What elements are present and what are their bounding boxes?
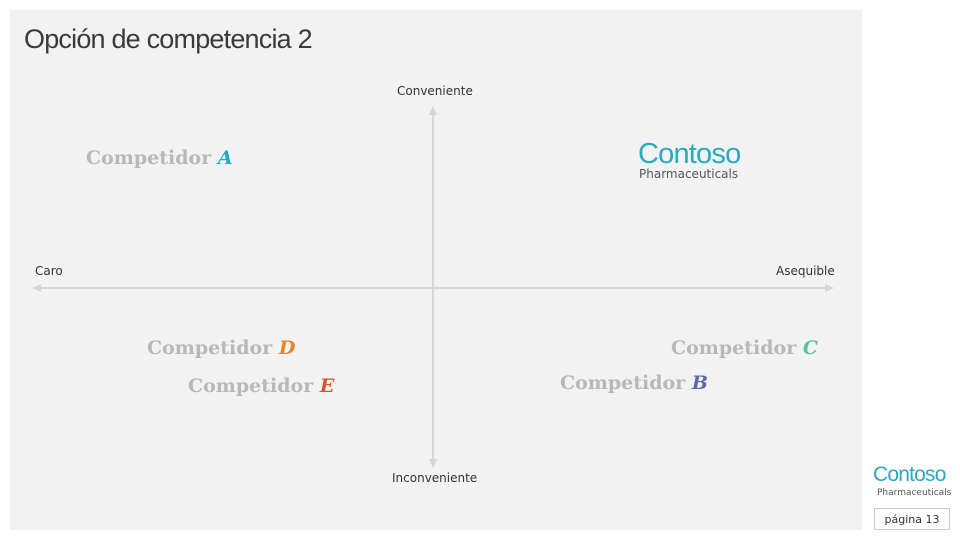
competitor-d: Competidor D xyxy=(147,337,295,359)
contoso-logo-footer: Contoso xyxy=(873,463,946,486)
competitor-c-letter: C xyxy=(802,337,818,359)
competitor-b: Competidor B xyxy=(560,372,708,394)
vertical-axis-arrow-top xyxy=(429,106,437,115)
competitor-a-word: Competidor xyxy=(86,147,212,169)
competitor-d-word: Competidor xyxy=(147,337,273,359)
axis-label-top: Conveniente xyxy=(397,84,473,98)
horizontal-axis-arrow-right xyxy=(825,284,834,292)
contoso-logo-footer-subtitle: Pharmaceuticals xyxy=(877,488,952,498)
competitor-e: Competidor E xyxy=(188,375,334,397)
competitor-c-word: Competidor xyxy=(671,337,797,359)
slide-title: Opción de competencia 2 xyxy=(24,24,313,54)
axis-label-right: Asequible xyxy=(776,264,835,278)
competitor-b-word: Competidor xyxy=(560,372,686,394)
competitor-d-letter: D xyxy=(278,337,296,359)
axis-label-bottom: Inconveniente xyxy=(392,471,478,485)
contoso-logo-main-subtitle: Pharmaceuticals xyxy=(639,167,739,181)
horizontal-axis-arrow-left xyxy=(32,284,41,292)
vertical-axis-arrow-bottom xyxy=(429,459,437,468)
competitor-e-word: Competidor xyxy=(188,375,314,397)
axis-label-left: Caro xyxy=(35,264,63,278)
competitor-a: Competidor A xyxy=(86,147,233,169)
contoso-logo-main: Contoso xyxy=(638,138,741,170)
competitor-a-letter: A xyxy=(217,147,233,169)
slide-canvas xyxy=(10,10,862,530)
competitor-e-letter: E xyxy=(319,375,335,397)
competitor-c: Competidor C xyxy=(671,337,818,359)
page-number: página 13 xyxy=(874,508,950,530)
competitor-b-letter: B xyxy=(691,372,708,394)
